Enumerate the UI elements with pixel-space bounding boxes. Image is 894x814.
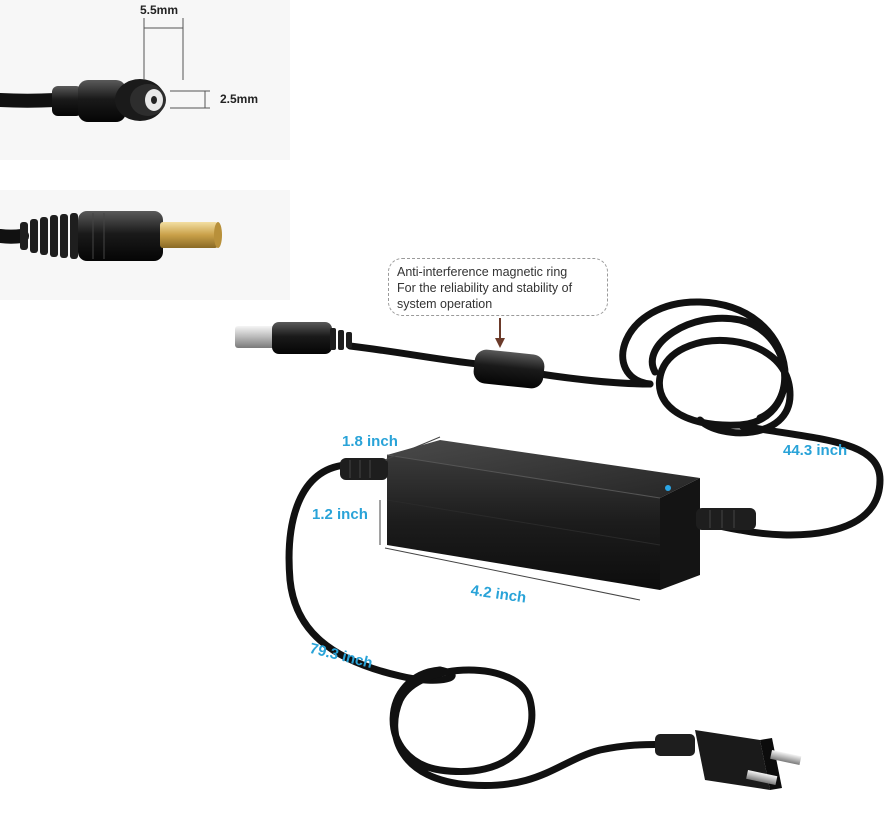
adapter-depth-label: 1.8 inch [342,433,398,450]
callout-line-1: Anti-interference magnetic ring [397,265,568,279]
callout-arrow [495,318,505,348]
adapter-dimension-lines [379,436,641,601]
dc-cable [346,298,884,539]
magnetic-ring-callout: Anti-interference magnetic ring For the … [388,258,608,316]
connector-tip-closeup [0,0,290,160]
dc-plug [235,322,352,354]
ac-cable [285,461,694,790]
callout-line-3: system operation [397,297,493,311]
tip-inner-diameter-label: 2.5mm [220,92,259,106]
ferrite-ring [473,349,545,389]
tip-outer-diameter-label: 5.5mm [140,3,179,17]
adapter-height-label: 1.2 inch [312,506,368,523]
dc-cable-length-label: 44.3 inch [783,442,848,459]
callout-line-2: For the reliability and stability of [397,281,573,295]
connector-side-view [0,190,290,300]
ac-plug [655,730,802,790]
adapter-body [340,440,756,590]
